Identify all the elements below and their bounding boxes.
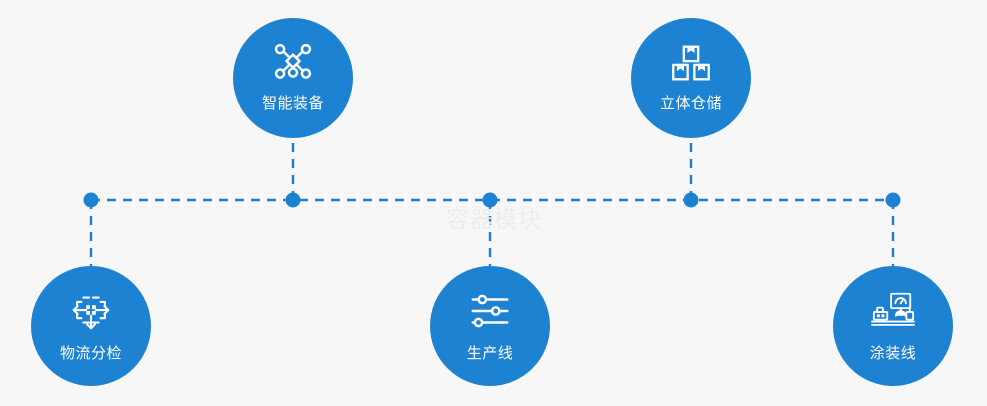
node-production-line[interactable]: 生产线 — [430, 266, 550, 386]
junction-dot-painting[interactable] — [885, 192, 901, 208]
node-label: 物流分检 — [59, 344, 122, 362]
scan-sort-arrows-icon — [68, 288, 114, 334]
junction-dot-production[interactable] — [482, 192, 498, 208]
node-label: 涂装线 — [869, 344, 917, 362]
node-label: 生产线 — [466, 344, 514, 362]
node-stereoscopic-warehouse[interactable]: 立体仓储 — [631, 18, 751, 138]
stacked-boxes-icon — [668, 40, 714, 86]
junction-dot-sorting[interactable] — [83, 192, 99, 208]
watermark-label: 容器模块 — [446, 207, 542, 233]
node-label: 智能装备 — [261, 94, 324, 112]
node-logistics-sorting[interactable]: 物流分检 — [31, 266, 151, 386]
junction-dot-equipment[interactable] — [285, 192, 301, 208]
network-nodes-icon — [270, 40, 316, 86]
node-painting-line[interactable]: 涂装线 — [833, 266, 953, 386]
junction-dot-warehouse[interactable] — [683, 192, 699, 208]
node-label: 立体仓储 — [659, 94, 722, 112]
factory-monitor-icon — [870, 288, 916, 334]
node-intelligent-equipment[interactable]: 智能装备 — [233, 18, 353, 138]
sliders-icon — [467, 288, 513, 334]
